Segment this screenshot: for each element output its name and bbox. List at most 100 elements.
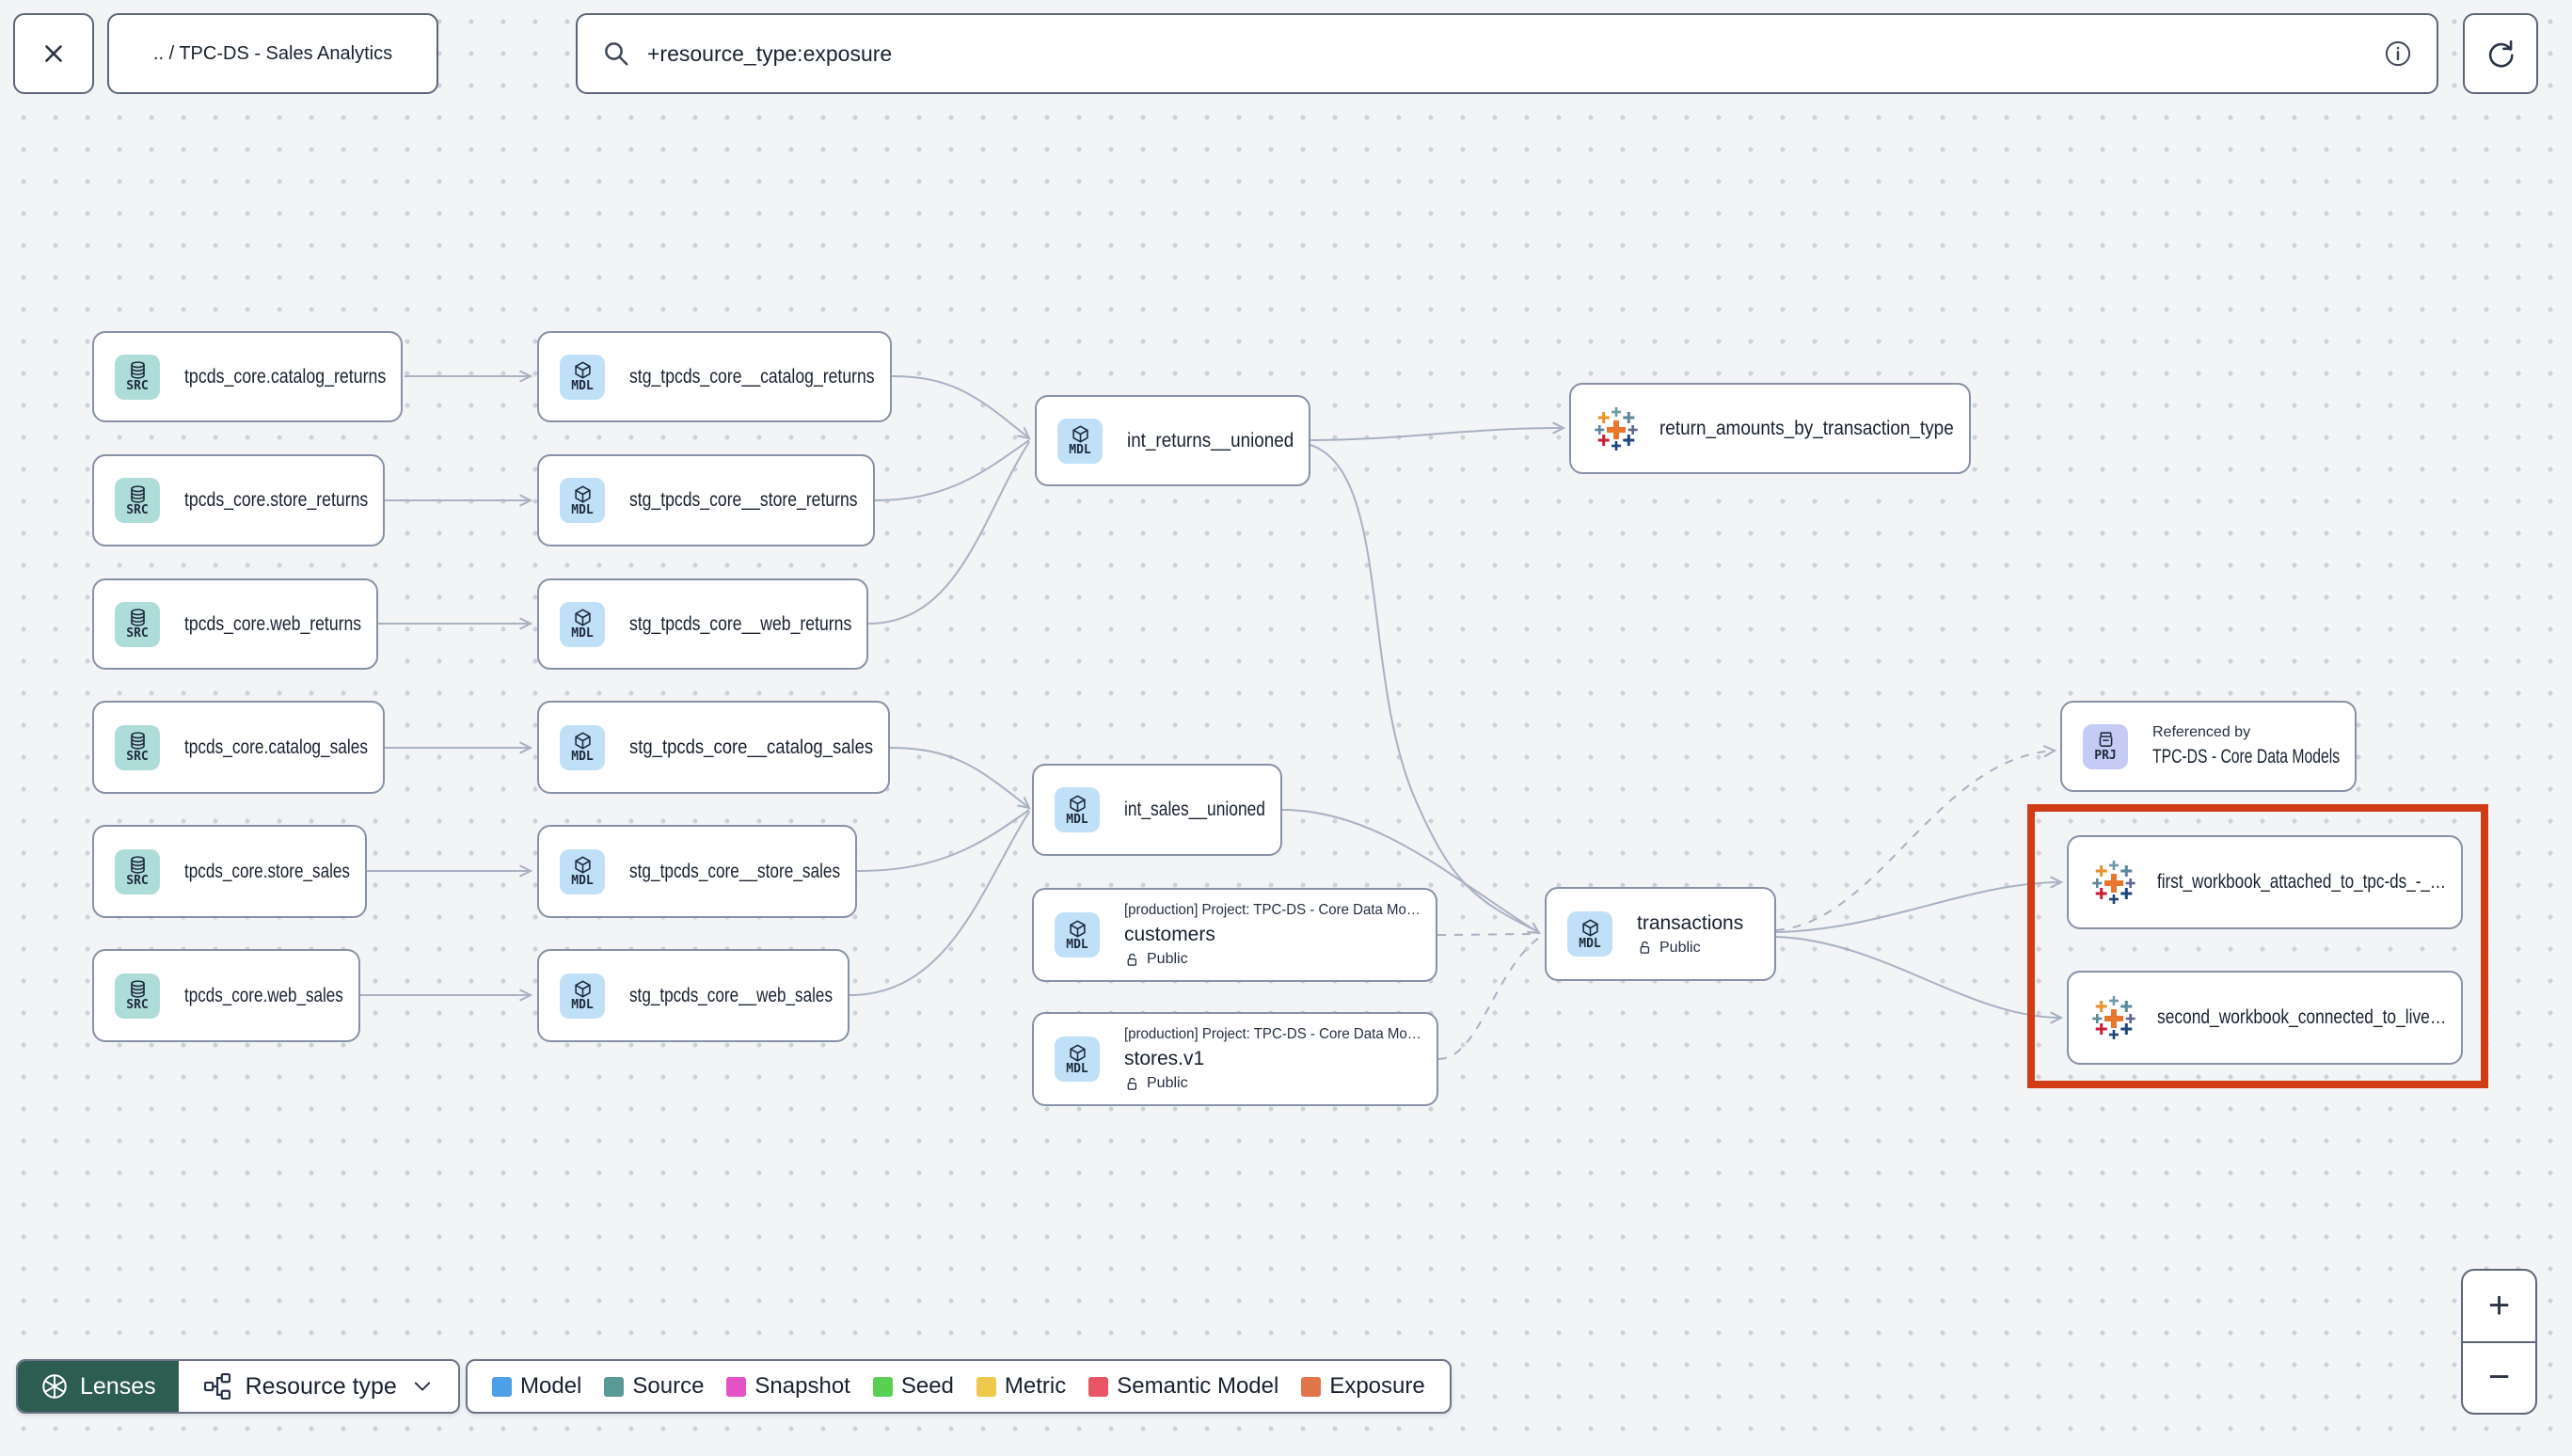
- cube-icon: [1580, 918, 1600, 938]
- breadcrumb[interactable]: .. / TPC-DS - Sales Analytics: [107, 13, 438, 94]
- node-stores-v1[interactable]: MDL [production] Project: TPC-DS - Core …: [1032, 1012, 1438, 1106]
- node-title: stg_tpcds_core__web_returns: [629, 612, 852, 635]
- refresh-icon: [2488, 40, 2514, 68]
- node-title: second_workbook_connected_to_live…: [2157, 1006, 2447, 1028]
- node-stg-web-returns[interactable]: MDL stg_tpcds_core__web_returns: [537, 578, 868, 670]
- node-title: tpcds_core.store_returns: [184, 489, 369, 511]
- model-badge: MDL: [1567, 911, 1612, 957]
- node-title: stg_tpcds_core__catalog_returns: [629, 365, 875, 388]
- node-title: first_workbook_attached_to_tpc-ds_-_…: [2157, 871, 2447, 893]
- node-tpcds-core-store-sales[interactable]: SRC tpcds_core.store_sales: [92, 825, 367, 918]
- badge-label: SRC: [126, 502, 149, 517]
- database-icon: [128, 484, 148, 504]
- legend-label: Seed: [900, 1373, 954, 1399]
- resource-type-dropdown[interactable]: Resource type: [179, 1361, 458, 1412]
- lenses-bar: Lenses Resource type: [16, 1359, 460, 1414]
- node-title: stg_tpcds_core__store_sales: [629, 860, 841, 882]
- legend-label: Snapshot: [754, 1373, 850, 1399]
- badge-label: MDL: [1069, 443, 1091, 458]
- plus-icon: +: [2487, 1284, 2511, 1326]
- metric-color-swatch: [976, 1376, 996, 1397]
- lenses-button[interactable]: Lenses: [18, 1361, 179, 1412]
- node-stg-store-sales[interactable]: MDL stg_tpcds_core__store_sales: [537, 825, 857, 918]
- source-badge: SRC: [115, 354, 160, 400]
- model-badge: MDL: [560, 601, 605, 647]
- node-title: stg_tpcds_core__store_returns: [629, 489, 858, 511]
- node-int-returns-unioned[interactable]: MDL int_returns__unioned: [1035, 395, 1310, 486]
- node-title: stg_tpcds_core__web_sales: [629, 984, 834, 1006]
- legend-item-snapshot: Snapshot: [726, 1373, 850, 1400]
- cube-icon: [573, 360, 593, 380]
- model-badge: MDL: [560, 848, 605, 894]
- search-bar: [576, 13, 2438, 94]
- node-title: tpcds_core.catalog_sales: [184, 736, 368, 758]
- tableau-icon: [2089, 858, 2138, 907]
- model-badge: MDL: [560, 724, 605, 770]
- refresh-button[interactable]: [2463, 13, 2538, 94]
- node-title: TPC-DS - Core Data Models: [2152, 746, 2341, 768]
- node-tpcds-core-web-returns[interactable]: SRC tpcds_core.web_returns: [92, 578, 378, 670]
- node-int-sales-unioned[interactable]: MDL int_sales__unioned: [1032, 764, 1282, 856]
- cube-icon: [573, 484, 593, 504]
- badge-label: MDL: [1579, 936, 1601, 951]
- close-icon: [45, 45, 62, 62]
- node-project-context: [production] Project: TPC-DS - Core Data…: [1124, 902, 1421, 918]
- node-tpcds-core-web-sales[interactable]: SRC tpcds_core.web_sales: [92, 949, 360, 1042]
- node-title: stores.v1: [1124, 1048, 1205, 1069]
- node-exposure-first-workbook[interactable]: first_workbook_attached_to_tpc-ds_-_…: [2067, 835, 2463, 929]
- badge-label: MDL: [571, 502, 594, 517]
- node-stg-web-sales[interactable]: MDL stg_tpcds_core__web_sales: [537, 949, 849, 1042]
- legend-label: Model: [520, 1373, 582, 1399]
- search-input[interactable]: [647, 40, 2367, 67]
- node-exposure-return-amounts[interactable]: return_amounts_by_transaction_type: [1569, 383, 1971, 474]
- zoom-in-button[interactable]: +: [2463, 1271, 2535, 1343]
- referenced-by-label: Referenced by: [2152, 724, 2251, 740]
- legend-item-exposure: Exposure: [1301, 1373, 1425, 1400]
- badge-label: MDL: [1066, 812, 1088, 827]
- zoom-out-button[interactable]: −: [2463, 1343, 2535, 1414]
- lock-open-icon: [1124, 952, 1140, 968]
- badge-label: SRC: [126, 626, 149, 641]
- close-button[interactable]: [13, 13, 94, 94]
- node-tpcds-core-store-returns[interactable]: SRC tpcds_core.store_returns: [92, 454, 385, 546]
- access-row: Public: [1637, 940, 1759, 957]
- model-badge: MDL: [1055, 787, 1100, 832]
- lock-open-icon: [1637, 940, 1653, 956]
- badge-label: MDL: [571, 874, 594, 889]
- badge-label: PRJ: [2094, 749, 2117, 764]
- cube-icon: [1068, 794, 1088, 814]
- lenses-label: Lenses: [80, 1372, 156, 1400]
- legend-item-model: Model: [492, 1373, 581, 1400]
- node-title: customers: [1124, 924, 1215, 945]
- model-color-swatch: [492, 1376, 512, 1397]
- node-stg-catalog-sales[interactable]: MDL stg_tpcds_core__catalog_sales: [537, 701, 890, 794]
- legend-item-metric: Metric: [976, 1373, 1066, 1400]
- node-title: int_sales__unioned: [1124, 799, 1265, 820]
- source-badge: SRC: [115, 478, 160, 523]
- node-title: tpcds_core.catalog_returns: [184, 365, 387, 388]
- search-icon: [602, 40, 630, 68]
- access-label: Public: [1147, 951, 1188, 967]
- node-project-context: [production] Project: TPC-DS - Core Data…: [1124, 1026, 1421, 1042]
- legend-item-semantic-model: Semantic Model: [1088, 1373, 1278, 1400]
- cube-icon: [573, 608, 593, 627]
- node-tpcds-core-catalog-sales[interactable]: SRC tpcds_core.catalog_sales: [92, 701, 385, 794]
- cube-icon: [1068, 1043, 1088, 1063]
- badge-label: MDL: [571, 750, 594, 765]
- chevron-down-icon: [414, 1382, 430, 1391]
- node-stg-catalog-returns[interactable]: MDL stg_tpcds_core__catalog_returns: [537, 331, 892, 422]
- zoom-controls: + −: [2461, 1269, 2537, 1415]
- cube-icon: [573, 855, 593, 875]
- node-exposure-second-workbook[interactable]: second_workbook_connected_to_live…: [2067, 971, 2463, 1065]
- info-icon[interactable]: [2384, 40, 2412, 68]
- sitemap-icon: [203, 1372, 230, 1401]
- node-referenced-by-project[interactable]: PRJ Referenced by TPC-DS - Core Data Mod…: [2060, 701, 2357, 792]
- node-tpcds-core-catalog-returns[interactable]: SRC tpcds_core.catalog_returns: [92, 331, 403, 422]
- node-stg-store-returns[interactable]: MDL stg_tpcds_core__store_returns: [537, 454, 875, 546]
- database-icon: [128, 731, 148, 751]
- database-icon: [128, 855, 148, 875]
- source-badge: SRC: [115, 848, 160, 894]
- badge-label: MDL: [571, 626, 594, 641]
- node-customers[interactable]: MDL [production] Project: TPC-DS - Core …: [1032, 888, 1437, 982]
- node-transactions[interactable]: MDL transactions Public: [1545, 887, 1776, 981]
